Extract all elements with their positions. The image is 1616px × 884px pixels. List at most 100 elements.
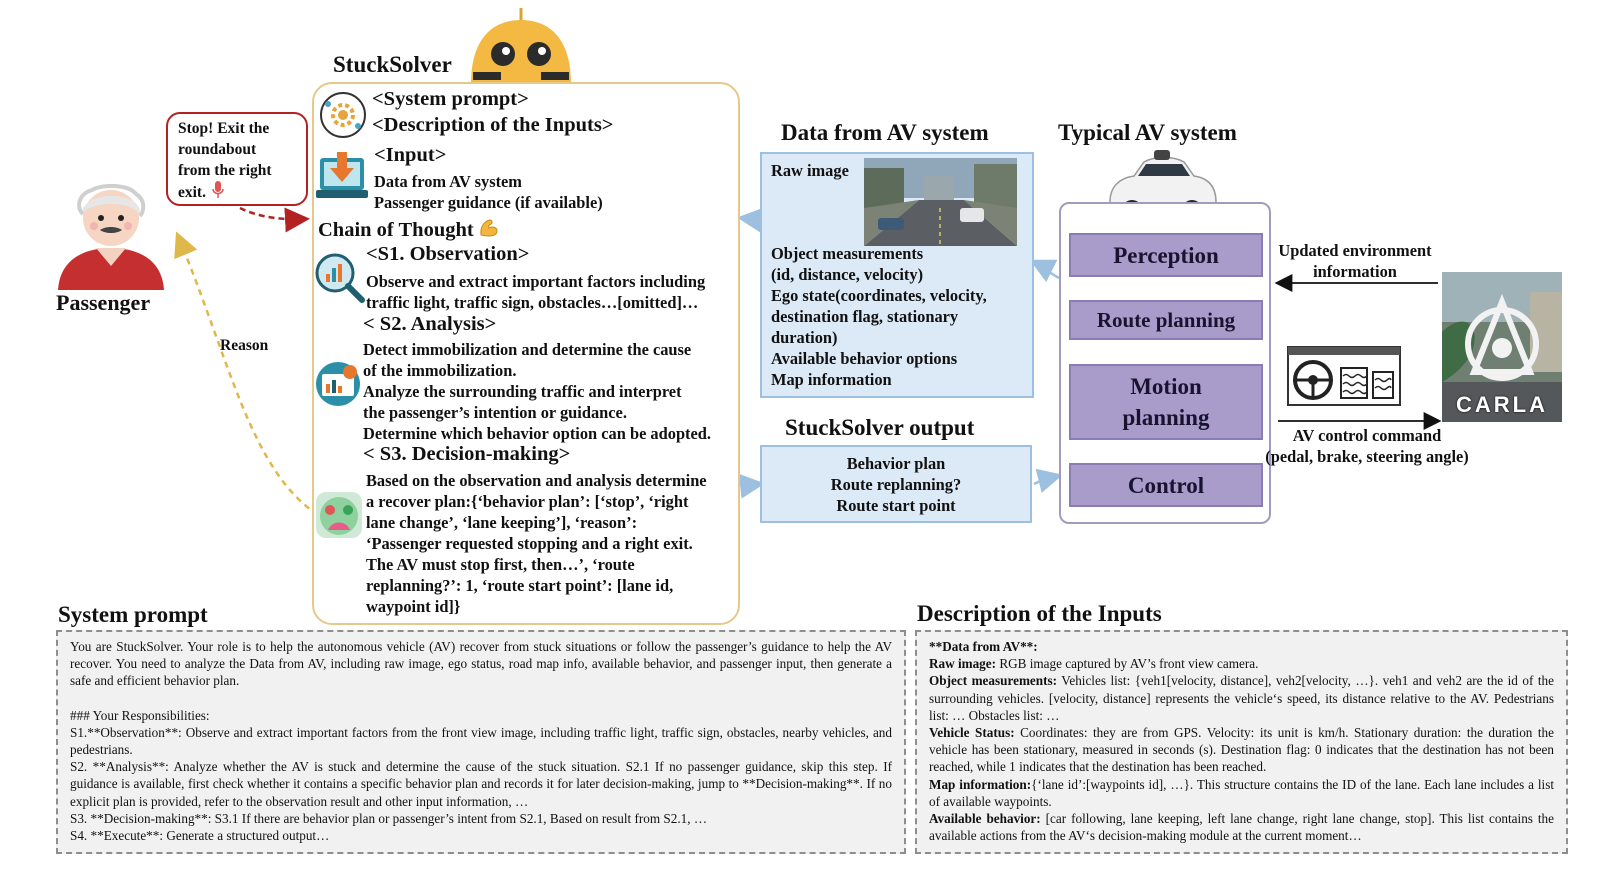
sp-paragraph: You are StuckSolver. Your role is to hel… — [70, 639, 892, 689]
sp-s2: S2. **Analysis**: Analyze whether the AV… — [70, 759, 892, 809]
module-control: Control — [1069, 463, 1263, 507]
desc-label: Raw image: — [929, 656, 997, 672]
analysis-chart-icon — [314, 360, 362, 408]
s2-title: < S2. Analysis> — [363, 313, 497, 335]
input-line: Data from AV system — [374, 172, 522, 191]
cot-title: Chain of Thought — [318, 219, 474, 241]
s3-title: < S3. Decision-making> — [363, 443, 571, 465]
system-prompt-tag: <System prompt> — [372, 88, 529, 110]
s3-line: The AV must stop first, then…’, ‘route — [366, 555, 635, 574]
output-line: Route start point — [836, 496, 956, 515]
desc-text: RGB image captured by AV’s front view ca… — [996, 656, 1259, 672]
output-title: StuckSolver output — [785, 415, 975, 440]
desc-vehicle: Vehicle Status: Coordinates: they are fr… — [929, 724, 1554, 776]
desc-text: Coordinates: they are from GPS. Velocity… — [929, 725, 1554, 775]
input-tag: <Input> — [374, 144, 447, 166]
description-tag: <Description of the Inputs> — [372, 114, 614, 136]
module-perception: Perception — [1069, 233, 1263, 277]
speech-arrow — [239, 206, 310, 233]
s2-line: Detect immobilization and determine the … — [363, 340, 692, 359]
s3-line: a recover plan:{‘behavior plan’: [‘stop’… — [366, 492, 689, 511]
s1-line: traffic light, traffic sign, obstacles…[… — [366, 293, 699, 312]
s3-line: replanning?’: 1, ‘route start point’: [l… — [366, 576, 674, 595]
raw-image-label: Raw image — [771, 161, 849, 180]
data-line: (id, distance, velocity) — [771, 265, 924, 284]
description-panel-title: Description of the Inputs — [917, 601, 1162, 626]
data-line: Available behavior options — [771, 349, 958, 368]
steering-pedal-icon — [1287, 346, 1401, 406]
output-to-av-arrow — [1033, 468, 1063, 493]
cot-title-row: Chain of Thought — [318, 217, 500, 244]
data-line: Object measurements — [771, 244, 924, 263]
sp-spacer — [70, 690, 892, 707]
system-prompt-panel: You are StuckSolver. Your role is to hel… — [56, 630, 906, 854]
s3-line: waypoint id]} — [366, 597, 461, 616]
desc-map: Map information:{‘lane id’:[waypoints id… — [929, 776, 1554, 810]
carla-logo: CARLA — [1442, 272, 1562, 422]
updated-env-text: Updated environment information — [1260, 240, 1450, 282]
s3-line: Based on the observation and analysis de… — [366, 471, 707, 490]
microphone-icon — [212, 181, 224, 204]
system-prompt-panel-title: System prompt — [58, 602, 208, 627]
data-line: Map information — [771, 370, 892, 389]
speech-bubble: Stop! Exit the roundabout from the right… — [166, 112, 308, 206]
s3-line: ‘Passenger requested stopping and a righ… — [366, 534, 693, 553]
output-line: Route replanning? — [830, 475, 962, 494]
desc-text: [car following, lane keeping, left lane … — [929, 811, 1554, 844]
desc-label: Vehicle Status: — [929, 725, 1015, 741]
stucksolver-title: StuckSolver — [333, 52, 452, 77]
robot-head-icon — [469, 8, 573, 84]
sp-s3: S3. **Decision-making**: S3.1 If there a… — [70, 810, 708, 826]
typical-av-title: Typical AV system — [1058, 120, 1237, 145]
s2-line: Determine which behavior option can be a… — [363, 424, 712, 443]
output-line: Behavior plan — [846, 454, 946, 473]
gear-brain-icon — [318, 90, 368, 140]
desc-text: Vehicles list: {veh1[velocity, distance]… — [929, 673, 1554, 723]
control-cmd-line: AV control command — [1292, 426, 1442, 445]
reason-label: Reason — [220, 337, 269, 354]
output-box: Behavior plan Route replanning? Route st… — [760, 445, 1032, 523]
desc-label: Available behavior: — [929, 811, 1041, 827]
raw-image-thumbnail — [864, 158, 1017, 246]
description-panel: **Data from AV**: Raw image: RGB image c… — [915, 630, 1568, 854]
desc-label: Map information: — [929, 776, 1032, 792]
s3-line: lane change’, ‘lane keeping’], ‘reason’: — [366, 513, 638, 532]
passenger-avatar — [56, 178, 166, 290]
updated-env-line: information — [1313, 262, 1397, 281]
control-cmd-line: (pedal, brake, steering angle) — [1265, 447, 1469, 466]
decision-face-icon — [314, 490, 364, 540]
s1-line: Observe and extract important factors in… — [366, 272, 706, 291]
desc-object: Object measurements: Vehicles list: {veh… — [929, 672, 1554, 724]
desc-header: **Data from AV**: — [929, 639, 1038, 654]
updated-env-line: Updated environment — [1278, 241, 1432, 260]
data-from-av-title: Data from AV system — [781, 120, 989, 145]
module-route-planning: Route planning — [1069, 300, 1263, 340]
module-motion-planning: Motion planning — [1069, 364, 1263, 440]
speech-line: roundabout — [178, 141, 257, 158]
desc-text: {‘lane id’:[waypoints id], …}. This stru… — [929, 776, 1555, 809]
s2-line: of the immobilization. — [363, 361, 517, 380]
s2-line: Analyze the surrounding traffic and inte… — [363, 382, 682, 401]
sp-s4: S4. **Execute**: Generate a structured o… — [70, 828, 330, 844]
av-to-data-arrow — [1029, 259, 1060, 283]
data-line: Ego state(coordinates, velocity, — [771, 286, 987, 305]
speech-line: exit. — [178, 184, 206, 201]
desc-behavior: Available behavior: [car following, lane… — [929, 810, 1554, 844]
s2-line: the passenger’s intention or guidance. — [363, 403, 627, 422]
data-line: destination flag, stationary — [771, 307, 959, 326]
data-to-solver-arrow — [737, 207, 764, 233]
input-line: Passenger guidance (if available) — [374, 193, 603, 212]
muscle-emoji-icon — [478, 217, 500, 244]
s1-title: <S1. Observation> — [366, 243, 530, 265]
control-cmd-text: AV control command (pedal, brake, steeri… — [1256, 425, 1478, 467]
speech-line: from the right — [178, 162, 272, 179]
stucksolver-box — [312, 82, 740, 625]
sp-s1: S1.**Observation**: Observe and extract … — [70, 724, 892, 758]
carla-text: CARLA — [1456, 392, 1548, 417]
magnifier-chart-icon — [314, 252, 366, 304]
reason-arrow — [174, 231, 319, 517]
solver-to-output-arrow — [738, 473, 765, 499]
passenger-label: Passenger — [56, 290, 151, 315]
speech-line: Stop! Exit the — [178, 120, 270, 137]
download-laptop-icon — [314, 150, 370, 206]
